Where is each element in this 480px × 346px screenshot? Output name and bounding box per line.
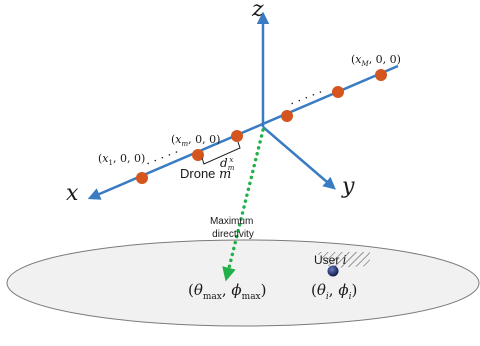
y-axis-label: y [341, 174, 355, 199]
drone-node-m [192, 149, 204, 161]
drone-node [231, 130, 243, 142]
user-marker [327, 265, 339, 277]
spacing-bracket [201, 141, 241, 165]
x-axis-label: x [66, 181, 79, 206]
z-axis-label: z [251, 0, 264, 22]
drone-node [136, 172, 148, 184]
ground-region [6, 239, 480, 327]
user-label: User i [314, 253, 347, 267]
drone-node-last [375, 69, 387, 81]
max-directivity-beam [222, 128, 265, 282]
drone-node [281, 110, 293, 122]
coord-label-m: (xm, 0, 0) [171, 133, 220, 148]
max-angle-label: (θmax, ϕmax) [188, 281, 267, 302]
user-hatched-area [316, 252, 370, 268]
user-angle-label: (θi, ϕi) [311, 281, 357, 302]
drone-m-label: Drone m [180, 166, 231, 182]
array-ellipsis-right: · · · · · [288, 85, 325, 111]
spacing-label: dmx [220, 156, 235, 172]
max-directivity-label: Maximum directivity [210, 216, 256, 240]
y-axis [262, 126, 336, 190]
coord-label-last: (xM, 0, 0) [351, 53, 401, 68]
drone-node [332, 86, 344, 98]
coord-label-first: (x1, 0, 0) [98, 152, 145, 167]
